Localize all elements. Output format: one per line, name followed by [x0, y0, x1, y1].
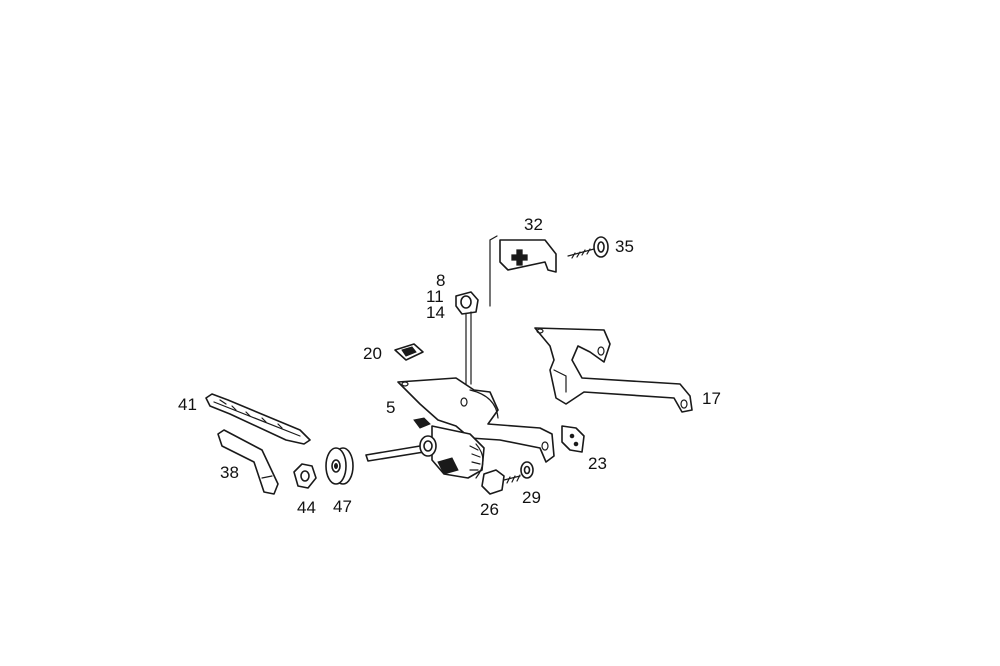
label-44: 44 — [297, 498, 316, 517]
label-41: 41 — [178, 395, 197, 414]
label-35: 35 — [615, 237, 634, 256]
part-47-pulley — [325, 447, 354, 485]
part-5-motor — [365, 377, 555, 479]
part-38-arm — [217, 429, 279, 495]
part-labels: 32 35 8 11 14 20 5 41 17 23 38 29 44 47 … — [178, 215, 721, 519]
label-5: 5 — [386, 398, 395, 417]
label-8: 8 — [436, 271, 445, 290]
part-23-clip — [561, 425, 585, 453]
label-32: 32 — [524, 215, 543, 234]
part-41-cover — [205, 393, 311, 445]
label-29: 29 — [522, 488, 541, 507]
part-8-11-14-bush — [455, 291, 479, 385]
part-29-washer — [520, 461, 534, 479]
part-44-nut — [293, 463, 317, 489]
label-38: 38 — [220, 463, 239, 482]
label-11: 11 — [426, 287, 444, 306]
label-14: 14 — [426, 303, 445, 322]
label-17: 17 — [702, 389, 721, 408]
label-23: 23 — [588, 454, 607, 473]
part-26-bolt — [481, 469, 521, 495]
label-26: 26 — [480, 500, 499, 519]
label-20: 20 — [363, 344, 382, 363]
part-20-clip — [394, 343, 424, 361]
part-35-screw — [567, 236, 609, 259]
part-17-bracket — [534, 327, 693, 413]
label-47: 47 — [333, 497, 352, 516]
part-32-bracket — [489, 235, 557, 307]
